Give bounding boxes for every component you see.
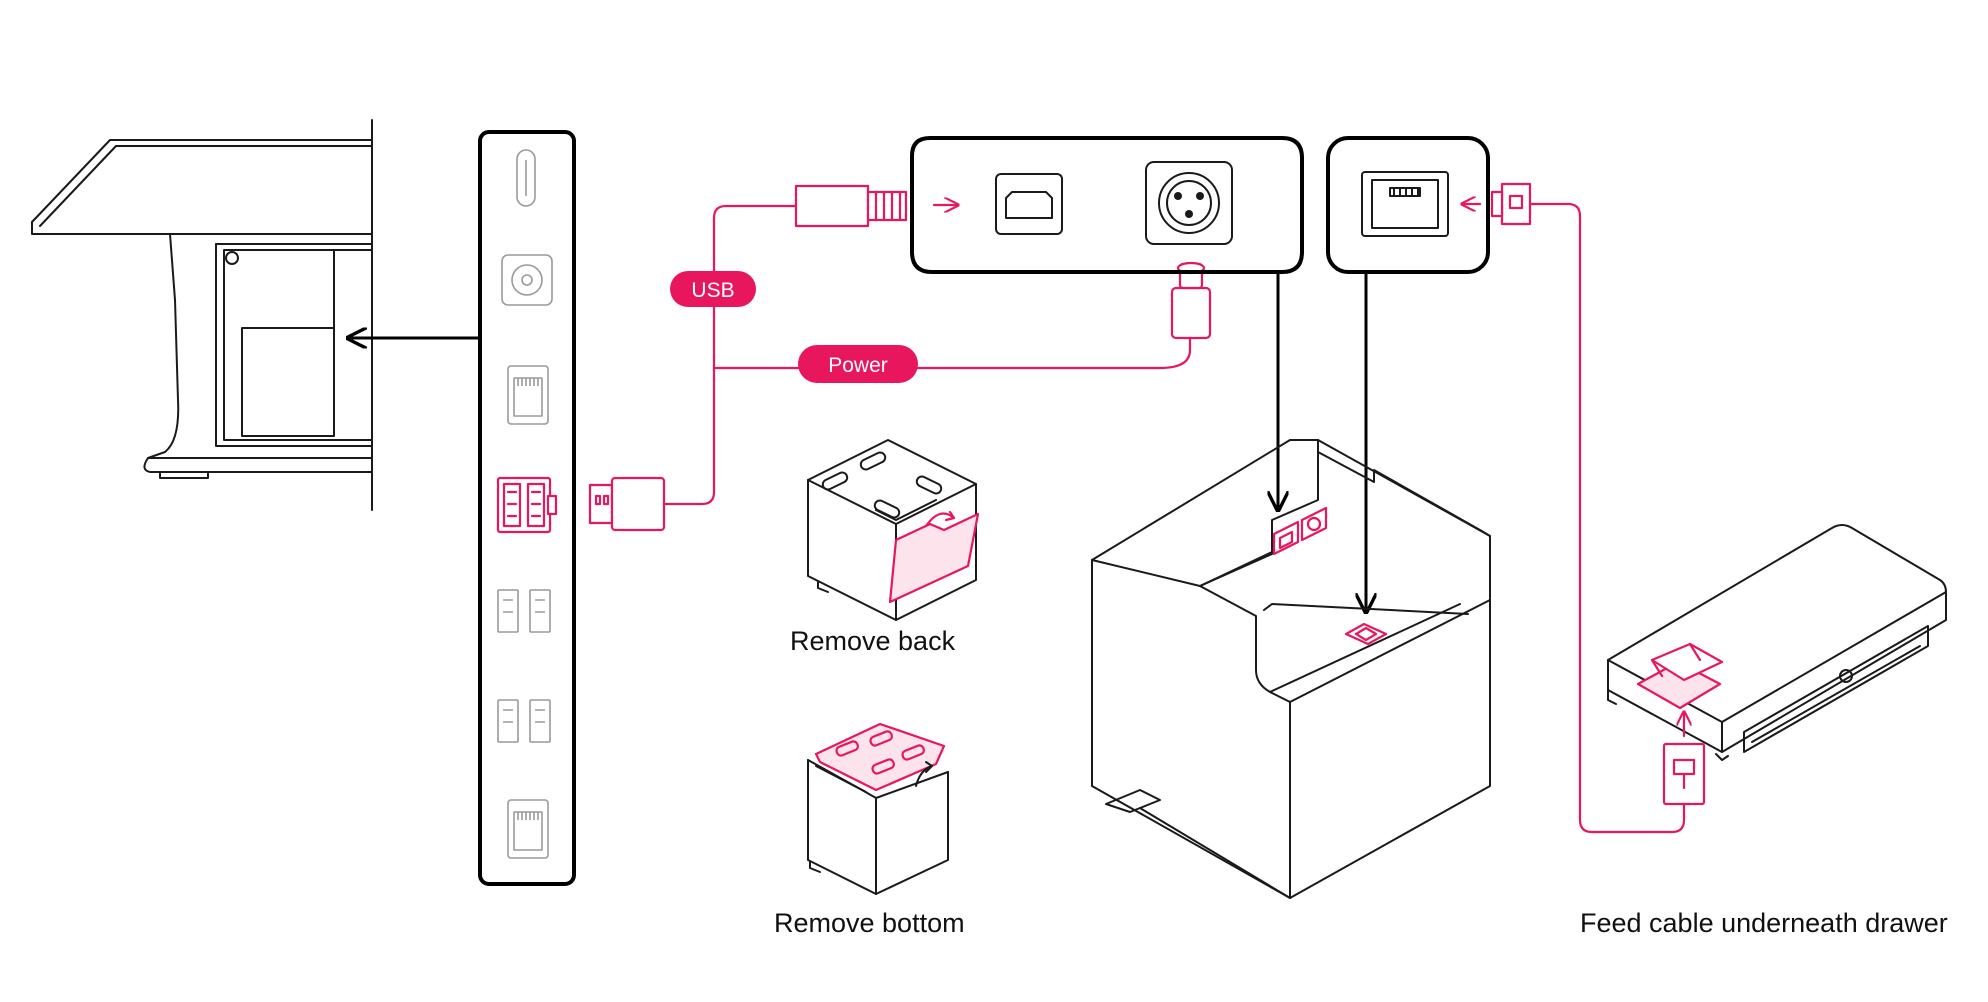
- receipt-printer: [1091, 439, 1491, 899]
- rj11-port: [1361, 171, 1449, 237]
- kiosk-terminal: [31, 119, 373, 511]
- dc-power-port: [501, 254, 553, 306]
- port-panel: [478, 130, 576, 886]
- power-badge: Power: [798, 345, 918, 383]
- usb-badge: USB: [670, 271, 756, 307]
- printer-power-port-marker: [1300, 506, 1328, 542]
- ethernet-port-2: [507, 799, 549, 859]
- kiosk-body: [147, 233, 373, 459]
- ethernet-port-1: [507, 365, 549, 425]
- drawer-port-callout: [1326, 136, 1490, 274]
- drawer-rj11-plug: [1662, 742, 1706, 806]
- printer-port-callout: [910, 136, 1304, 274]
- kiosk-port-panel-slot: [241, 327, 335, 437]
- usb-cable: [588, 204, 1162, 532]
- usb-a-port-pair-2: [497, 589, 551, 633]
- remove-bottom-illustration: [807, 722, 949, 895]
- usb-badge-label: USB: [691, 279, 734, 302]
- bottom-cover-panel: [814, 722, 946, 792]
- back-cover-panel: [888, 512, 980, 604]
- usb-b-port: [995, 173, 1063, 235]
- feed-cable-caption: Feed cable underneath drawer: [1580, 908, 1948, 938]
- kiosk-screw: [225, 251, 239, 265]
- usb-a-port-highlighted: [496, 476, 558, 534]
- dc-din-port: [1145, 161, 1233, 245]
- cash-drawer: [1607, 524, 1947, 806]
- kiosk-foot: [159, 471, 209, 479]
- remove-back-caption: Remove back: [790, 626, 956, 656]
- remove-back-illustration: [807, 439, 980, 621]
- printer-usb-port-marker: [1272, 520, 1300, 556]
- drawer-cable-slot: [1636, 642, 1724, 710]
- power-plug: [1158, 261, 1212, 370]
- usb-a-port-pair-3: [497, 699, 551, 743]
- usb-c-port: [516, 149, 536, 207]
- rj11-cable: [1462, 182, 1686, 834]
- kiosk-compartment: [215, 243, 373, 447]
- remove-bottom-caption: Remove bottom: [774, 908, 965, 938]
- printer-drawer-port-marker: [1344, 622, 1388, 646]
- kiosk-screen-front: [31, 221, 373, 235]
- usb-b-plug: [794, 184, 958, 228]
- kiosk-screen-top: [31, 139, 373, 223]
- power-badge-label: Power: [828, 354, 888, 377]
